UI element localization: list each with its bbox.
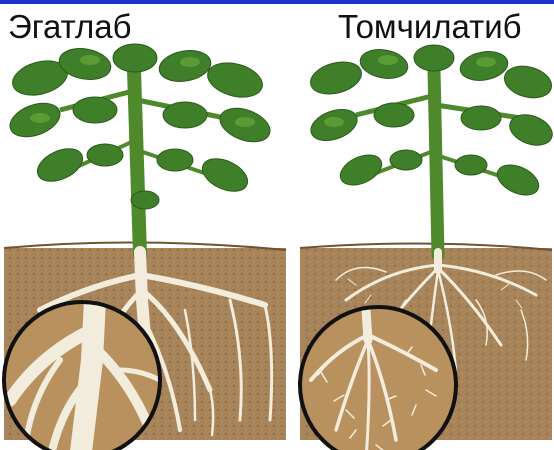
fibrous-root-label: Томчилатиб	[338, 10, 522, 43]
fibrous-plant-illustration	[296, 0, 554, 450]
magnifier-lens-right	[300, 307, 456, 450]
taproot-plant-illustration	[0, 0, 290, 450]
taproot-label: Эгатлаб	[8, 10, 132, 43]
plant-stem	[134, 70, 140, 255]
magnifier-lens-left	[4, 300, 160, 450]
